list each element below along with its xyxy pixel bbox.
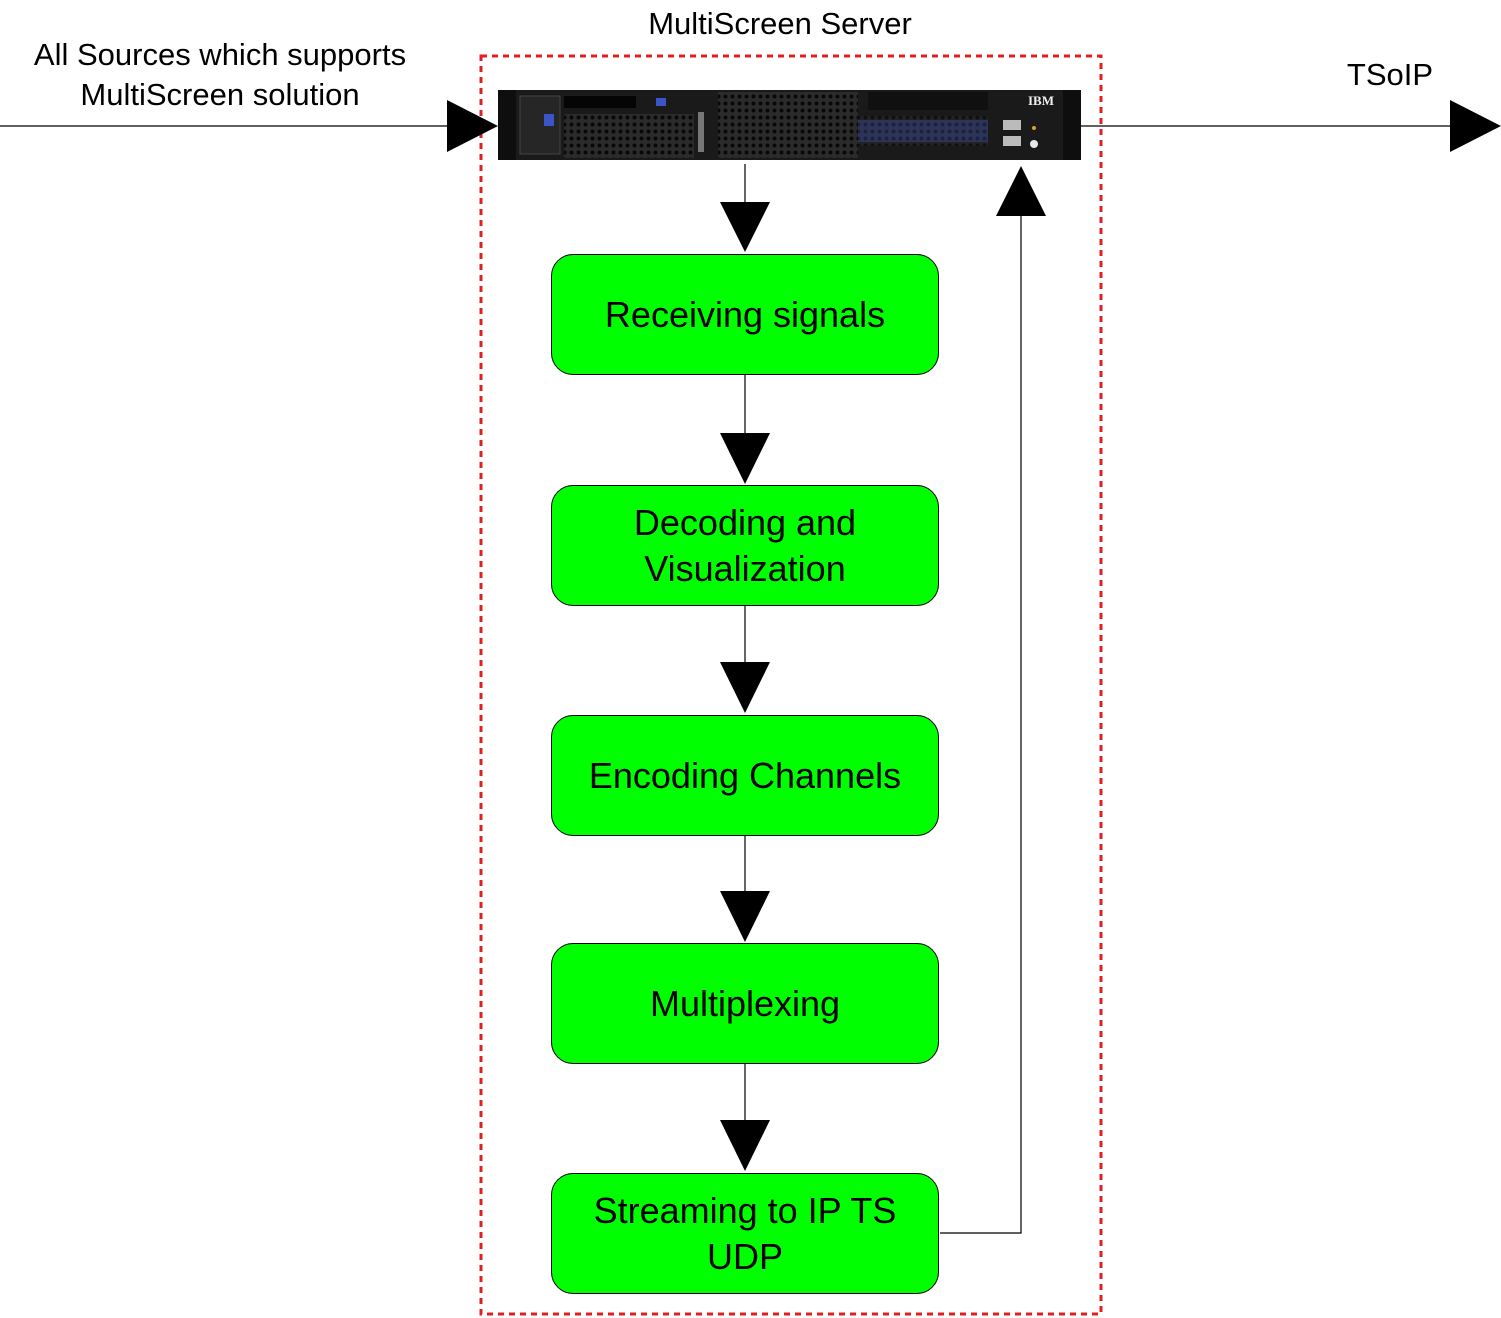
- output-arrowhead: [1450, 100, 1501, 152]
- step-receiving-signals: Receiving signals: [551, 254, 939, 375]
- arrowhead-step2: [720, 433, 770, 484]
- step-streaming-ip-ts-udp: Streaming to IP TS UDP: [551, 1173, 939, 1294]
- sources-label: All Sources which supports MultiScreen s…: [10, 35, 430, 115]
- step-1-line-1: Receiving signals: [604, 293, 886, 335]
- connector-return-to-server: [940, 212, 1022, 1234]
- output-label: TSoIP: [1346, 57, 1434, 92]
- step-decoding-visualization: Decoding and Visualization: [551, 485, 939, 606]
- step-multiplexing: Multiplexing: [551, 943, 939, 1064]
- step-5-line-1: Streaming to IP TS: [593, 1189, 897, 1231]
- sources-label-line-2: MultiScreen solution: [80, 77, 360, 112]
- arrowhead-step5: [720, 1120, 770, 1171]
- server-boundary: [479, 54, 1103, 1316]
- server-icon: IBM: [498, 90, 1081, 160]
- step-3-line-1: Encoding Channels: [588, 754, 902, 796]
- sources-label-line-1: All Sources which supports: [33, 37, 407, 72]
- server-brand-logo: IBM: [1028, 93, 1054, 108]
- step-2-line-2: Visualization: [644, 547, 846, 589]
- step-encoding-channels: Encoding Channels: [551, 715, 939, 836]
- arrowhead-step4: [720, 891, 770, 942]
- input-arrowhead: [447, 100, 498, 152]
- step-4-line-1: Multiplexing: [649, 982, 841, 1024]
- step-5-line-2: UDP: [706, 1235, 783, 1277]
- server-label: MultiScreen Server: [648, 6, 912, 41]
- step-2-line-1: Decoding and: [633, 501, 857, 543]
- arrowhead-step1: [720, 202, 770, 252]
- arrowhead-return: [996, 166, 1046, 216]
- arrowhead-step3: [720, 662, 770, 713]
